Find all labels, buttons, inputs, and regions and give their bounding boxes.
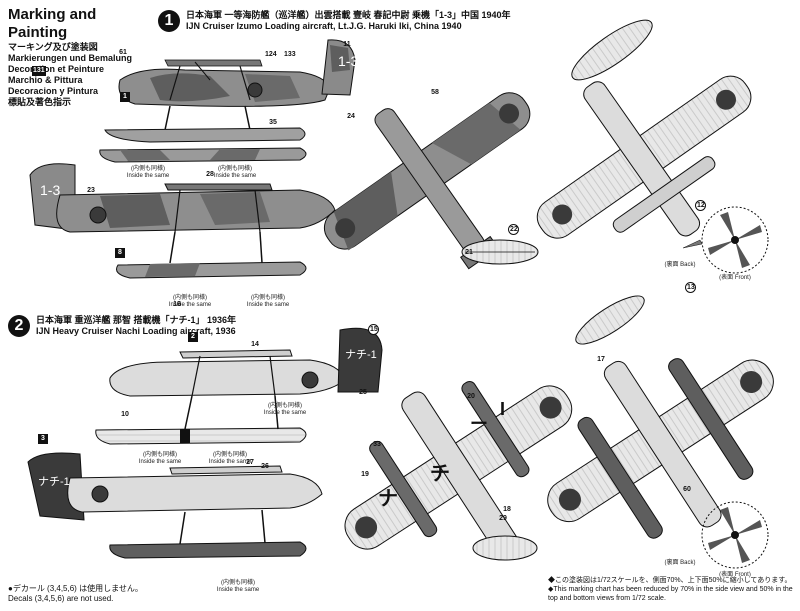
note-inside-1: (内側も同様)Inside the same <box>126 166 170 179</box>
header-line-de: Markierungen und Bemalung <box>8 53 133 63</box>
note-inside-3: (内側も同様)Inside the same <box>168 295 212 308</box>
note-front: (表面 Front) <box>719 275 751 281</box>
s1-bottom-upper-wing <box>571 19 653 81</box>
s1-side-view-2: 1-3 <box>29 163 336 279</box>
header-line-cn: 標貼及著色指示 <box>8 97 72 107</box>
s2-side-view-1: ナチ-1 <box>95 327 383 445</box>
s1-side-view-1: 1-3 <box>104 39 358 143</box>
s2-side-view-2: ナチ-1 <box>27 452 323 559</box>
callout: 21 <box>465 249 473 256</box>
callout: 13 <box>685 282 696 293</box>
footer-decals-note: ●デカール (3,4,5,6) は使用しません。 Decals (3,4,5,6… <box>8 584 143 603</box>
callout: 19 <box>361 471 369 478</box>
propeller-detail <box>682 206 769 274</box>
s2-bottom-upper-wing <box>575 295 645 345</box>
header-line-it: Marchio & Pittura <box>8 75 83 85</box>
callout: 26 <box>261 463 269 470</box>
callout: 22 <box>508 224 519 235</box>
header-line-es: Decoracion y Pintura <box>8 86 99 96</box>
page-title: Marking and Painting <box>8 6 97 41</box>
section-1-title-jp: 日本海軍 一等海防艦（巡洋艦）出雲搭載 壹岐 春記中尉 乗機「1-3」中国 19… <box>186 10 511 20</box>
section-1-heading: 1 日本海軍 一等海防艦（巡洋艦）出雲搭載 壹岐 春記中尉 乗機「1-3」中国 … <box>158 10 511 32</box>
s2-wing-kana-na: ナ <box>378 488 398 510</box>
s1-float-bottom-1 <box>99 147 307 163</box>
note-front-2: (表面 Front) <box>719 572 751 578</box>
callout: 10 <box>121 411 129 418</box>
section-2-heading: 2 日本海軍 重巡洋艦 那智 搭載機「ナチ-1」 1936年 IJN Heavy… <box>8 315 236 337</box>
callout: 24 <box>347 113 355 120</box>
section-2-title-en: IJN Heavy Cruiser Nachi Loading aircraft… <box>36 326 236 336</box>
section-1-title-en: IJN Cruiser Izumo Loading aircraft, Lt.J… <box>186 21 462 31</box>
note-inside-7: (内側も同様)Inside the same <box>208 452 252 465</box>
s2-wing-dash: ー <box>470 414 488 434</box>
s1-tailplane-top <box>461 239 539 265</box>
callout: 3 <box>38 434 48 444</box>
note-inside-6: (内側も同様)Inside the same <box>138 452 182 465</box>
s2-tail-code-1: ナチ-1 <box>345 348 377 361</box>
section-1-number: 1 <box>158 10 180 32</box>
callout: 35 <box>269 119 277 126</box>
callout: 17 <box>597 356 605 363</box>
callout: 25 <box>359 389 367 396</box>
callout: 18 <box>503 506 511 513</box>
s2-top-view <box>344 380 573 560</box>
callout: 11 <box>343 41 351 48</box>
callout: 28 <box>206 171 214 178</box>
note-back: (裏面 Back) <box>664 262 696 268</box>
propeller-detail-2 <box>701 501 769 569</box>
callout: 16 <box>173 301 181 308</box>
callout: 8 <box>115 248 125 258</box>
callout: 33 <box>373 441 381 448</box>
s1-tail-code-2: 1-3 <box>40 182 60 198</box>
callout: 131 <box>32 66 46 76</box>
s2-wing-kana-chi: チ <box>430 463 450 485</box>
note-back-2: (裏面 Back) <box>664 560 696 566</box>
callout: 14 <box>251 341 259 348</box>
callout: 1 <box>120 92 130 102</box>
callout: 61 <box>119 49 127 56</box>
callout: 58 <box>431 89 439 96</box>
callout: 15 <box>368 324 379 335</box>
header-line-jp: マーキング及び塗装図 <box>8 42 98 52</box>
callout: 124 <box>265 51 277 58</box>
note-inside-4: (内側も同様)Inside the same <box>246 295 290 308</box>
callout: 23 <box>87 187 95 194</box>
note-inside-2: (内側も同様)Inside the same <box>213 166 257 179</box>
header-block: Marking and Painting マーキング及び塗装図 Markieru… <box>8 6 158 108</box>
s2-tailplane <box>472 535 538 561</box>
callout: 12 <box>695 200 706 211</box>
section-2-number: 2 <box>8 315 30 337</box>
note-inside-5: (内側も同様)Inside the same <box>263 403 307 416</box>
callout: 133 <box>284 51 296 58</box>
section-2-title-jp: 日本海軍 重巡洋艦 那智 搭載機「ナチ-1」 1936年 <box>36 315 237 325</box>
footer-scale-note: ◆この塗装図は1/72スケールを、側面70%、上下面50%に縮小してあります。 … <box>548 577 793 602</box>
s2-wing-one: I <box>500 399 505 419</box>
callout: 2 <box>188 332 198 342</box>
callout: 29 <box>499 515 507 522</box>
s2-bottom-view <box>547 358 774 539</box>
s2-tail-code-2: ナチ-1 <box>38 475 70 488</box>
s1-bottom-view <box>536 75 752 239</box>
callout: 60 <box>683 486 691 493</box>
callout: 27 <box>246 459 254 466</box>
note-inside-8: (内側も同様)Inside the same <box>216 580 260 593</box>
header-line-fr: Decoration et Peinture <box>8 64 105 74</box>
s1-tail-code-1: 1-3 <box>338 53 358 69</box>
callout: 20 <box>467 393 475 400</box>
